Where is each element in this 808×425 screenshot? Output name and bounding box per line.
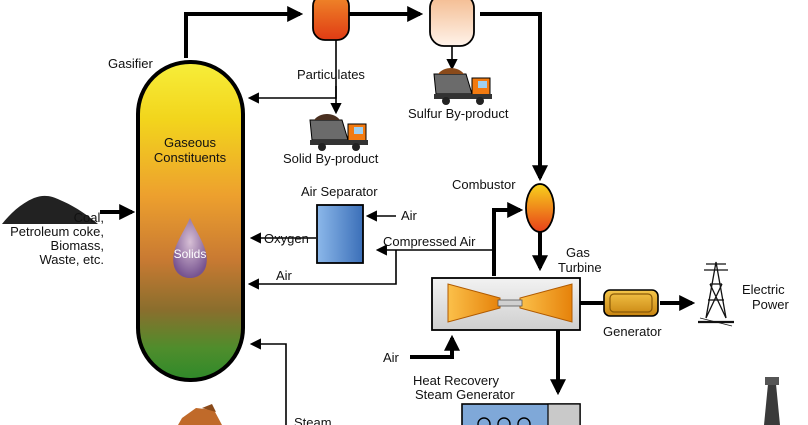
heat-recovery-steam-generator: [461, 403, 581, 425]
dump-truck-icon: [309, 114, 368, 151]
feed-label-line2: Petroleum coke,: [10, 224, 104, 239]
power-pylon-icon: [698, 261, 734, 327]
feed-label-line4: Waste, etc.: [39, 252, 104, 267]
dump-truck-icon: [433, 68, 492, 105]
sulfur-byproduct-label: Sulfur By-product: [408, 106, 509, 121]
air-separator-label: Air Separator: [301, 184, 378, 199]
electric-power-label-line1: Electric: [742, 282, 785, 297]
electric-power-label-line2: Power: [752, 297, 790, 312]
coal-pile-icon: [2, 195, 98, 224]
steam-label: Steam: [294, 415, 332, 425]
thin-flow-lines: [247, 37, 494, 425]
particulates-label: Particulates: [297, 67, 365, 82]
labels: Gasifier Particulates Sulfur By-product …: [10, 56, 789, 425]
gaseous-label-line2: Constituents: [154, 150, 227, 165]
smokestack-icon: [764, 377, 780, 425]
solids-label: Solids: [174, 247, 207, 261]
combustor-vessel: [525, 183, 555, 233]
gasifier-vessel: [136, 60, 245, 382]
solid-byproduct-label: Solid By-product: [283, 151, 379, 166]
generator-label: Generator: [603, 324, 662, 339]
solids-droplet: [173, 218, 207, 278]
air-separator-unit: [316, 204, 364, 264]
air-separator-air-label: Air: [401, 208, 418, 223]
hrsg-label-line2: Steam Generator: [415, 387, 515, 402]
gas-turbine-label-line2: Turbine: [558, 260, 602, 275]
feed-label-line3: Biomass,: [51, 238, 104, 253]
slag-truck-icon: [178, 404, 222, 425]
gas-turbine: [431, 277, 581, 331]
combustor-label: Combustor: [452, 177, 516, 192]
generator-unit: [603, 289, 659, 317]
compressed-air-label: Compressed Air: [383, 234, 476, 249]
feed-label-line1: Coal,: [74, 210, 104, 225]
hrsg-label-line1: Heat Recovery: [413, 373, 499, 388]
sulfur-removal-vessel: [429, 0, 475, 47]
gasifier-label: Gasifier: [108, 56, 153, 71]
oxygen-label: Oxygen: [264, 231, 309, 246]
gas-turbine-label-line1: Gas: [566, 245, 590, 260]
air-to-gasifier-label: Air: [276, 268, 293, 283]
gas-cleanup-vessel: [312, 0, 350, 41]
pipe-network: [100, 6, 696, 396]
turbine-air-label: Air: [383, 350, 400, 365]
gaseous-label-line1: Gaseous: [164, 135, 217, 150]
